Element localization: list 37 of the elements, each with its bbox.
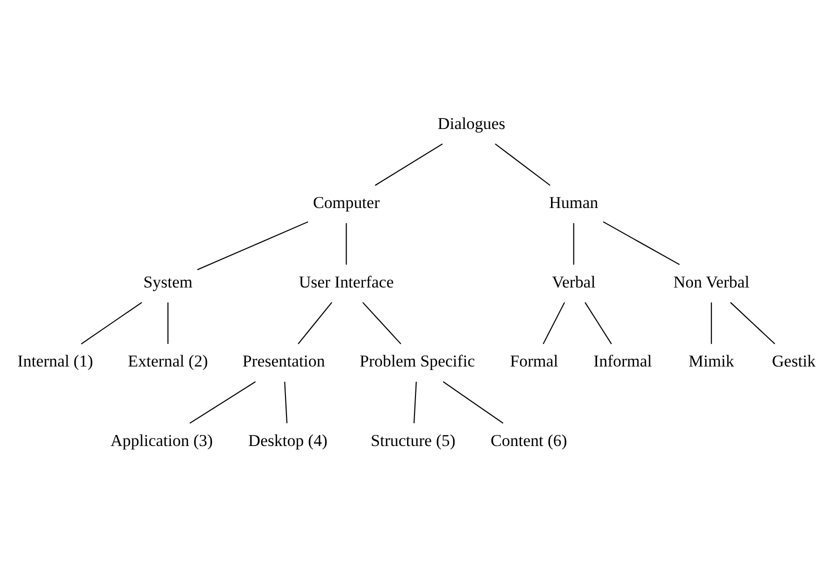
connector xyxy=(710,302,712,344)
node-text: Computer xyxy=(312,193,380,212)
node-text: Desktop (4) xyxy=(248,431,328,450)
connector xyxy=(190,381,256,424)
connector xyxy=(298,302,332,344)
node-text: User Interface xyxy=(298,272,394,292)
connector xyxy=(284,382,288,424)
connector xyxy=(362,302,402,344)
connector xyxy=(374,143,443,186)
connector xyxy=(167,302,168,344)
connector xyxy=(80,302,142,344)
connector xyxy=(414,382,417,424)
connector xyxy=(494,143,550,186)
connector xyxy=(197,221,308,270)
node-text: Internal (1) xyxy=(18,352,94,371)
connector xyxy=(346,223,347,265)
node-text: Verbal xyxy=(552,272,596,292)
node-text: Content (6) xyxy=(490,431,568,450)
node-text: Non Verbal xyxy=(673,272,750,292)
connector xyxy=(730,302,776,344)
connector xyxy=(542,302,565,344)
node-text: Gestik xyxy=(772,352,816,371)
node-text: Presentation xyxy=(242,352,325,371)
connector xyxy=(573,223,574,265)
node-text: Dialogues xyxy=(438,114,506,133)
node-text: Problem Specific xyxy=(360,352,475,371)
node-text: Mimik xyxy=(688,352,734,371)
connector xyxy=(442,381,504,424)
node-text: External (2) xyxy=(128,352,208,371)
connector xyxy=(584,302,612,344)
node-text: Application (3) xyxy=(110,431,213,450)
node-text: Formal xyxy=(510,352,558,371)
node-text: Informal xyxy=(594,352,652,371)
connector xyxy=(602,221,680,266)
node-text: Structure (5) xyxy=(370,431,456,450)
node-text: System xyxy=(143,272,192,292)
node-text: Human xyxy=(549,193,598,212)
